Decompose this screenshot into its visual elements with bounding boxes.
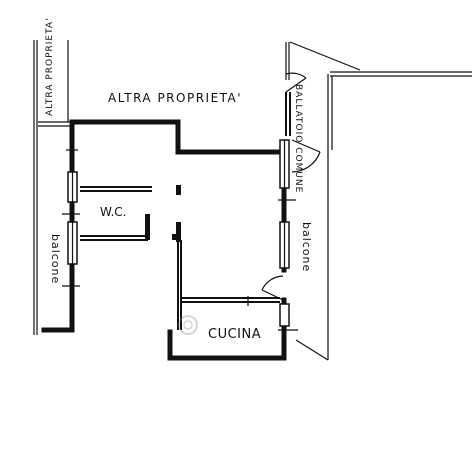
door-swings <box>261 72 321 301</box>
label-balcony-left: balcone <box>49 234 62 284</box>
label-common-landing: BALLATOIO COMUNE <box>293 84 303 193</box>
left-boundary-lines <box>33 40 72 335</box>
label-kitchen: CUCINA <box>208 327 261 342</box>
right-openings <box>278 139 298 331</box>
label-wc: W.C. <box>100 205 127 219</box>
label-balcony-right: balcone <box>300 222 313 272</box>
interior-walls <box>80 185 280 330</box>
label-other-property-top: ALTRA PROPRIETA' <box>108 91 242 105</box>
landing-structure <box>285 41 472 361</box>
left-openings <box>62 149 80 287</box>
label-other-property-left: ALTRA PROPRIETA' <box>45 17 55 116</box>
watermark-logo <box>178 315 198 335</box>
